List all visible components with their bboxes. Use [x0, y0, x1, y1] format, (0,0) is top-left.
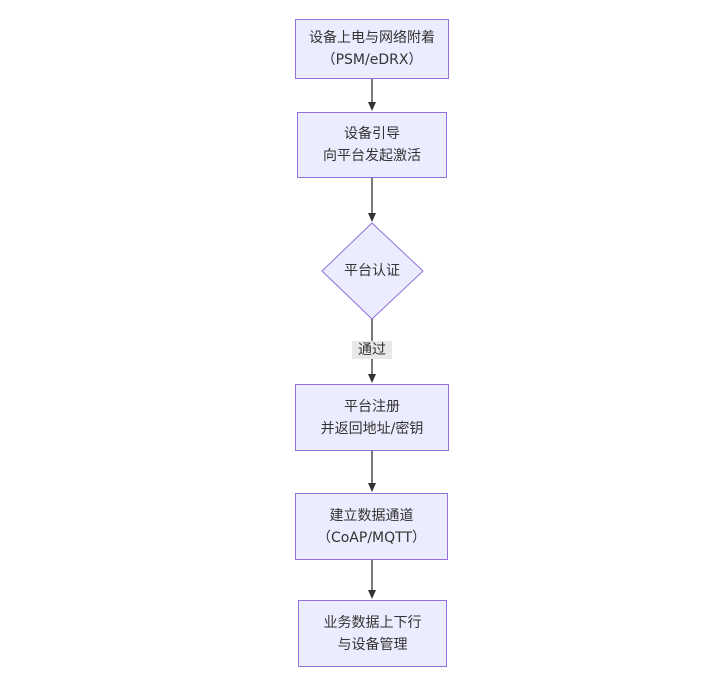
edge-e-f — [368, 560, 376, 599]
node-business-data: 业务数据上下行 与设备管理 — [298, 600, 447, 667]
arrowhead-icon — [368, 483, 376, 492]
node-label-line: （PSM/eDRX） — [321, 52, 423, 68]
node-label-line: 业务数据上下行 — [323, 614, 422, 631]
arrowhead-icon — [368, 374, 376, 383]
edge-d-e — [368, 451, 376, 492]
node-label-line: 并返回地址/密钥 — [320, 420, 424, 437]
node-device-power-attach: 设备上电与网络附着 （PSM/eDRX） — [295, 19, 449, 79]
edge-label-pass: 通过 — [352, 341, 392, 359]
node-label-line: 与设备管理 — [337, 636, 408, 653]
node-label-line: 设备上电与网络附着 — [309, 30, 435, 46]
arrowhead-icon — [368, 590, 376, 599]
node-label-line: 向平台发起激活 — [323, 148, 421, 164]
arrowhead-icon — [368, 102, 376, 111]
node-platform-auth-label: 平台认证 — [344, 263, 400, 279]
edge-a-b — [368, 79, 376, 111]
node-label-line: 设备引导 — [344, 126, 400, 142]
node-label-line: 平台注册 — [344, 398, 400, 415]
node-label-line: （CoAP/MQTT） — [316, 529, 427, 546]
arrowhead-icon — [368, 213, 376, 222]
node-label-line: 建立数据通道 — [329, 507, 414, 524]
edge-b-c — [368, 178, 376, 222]
node-platform-register: 平台注册 并返回地址/密钥 — [295, 384, 449, 451]
node-data-channel: 建立数据通道 （CoAP/MQTT） — [295, 493, 448, 560]
node-device-bootstrap: 设备引导 向平台发起激活 — [297, 112, 447, 178]
